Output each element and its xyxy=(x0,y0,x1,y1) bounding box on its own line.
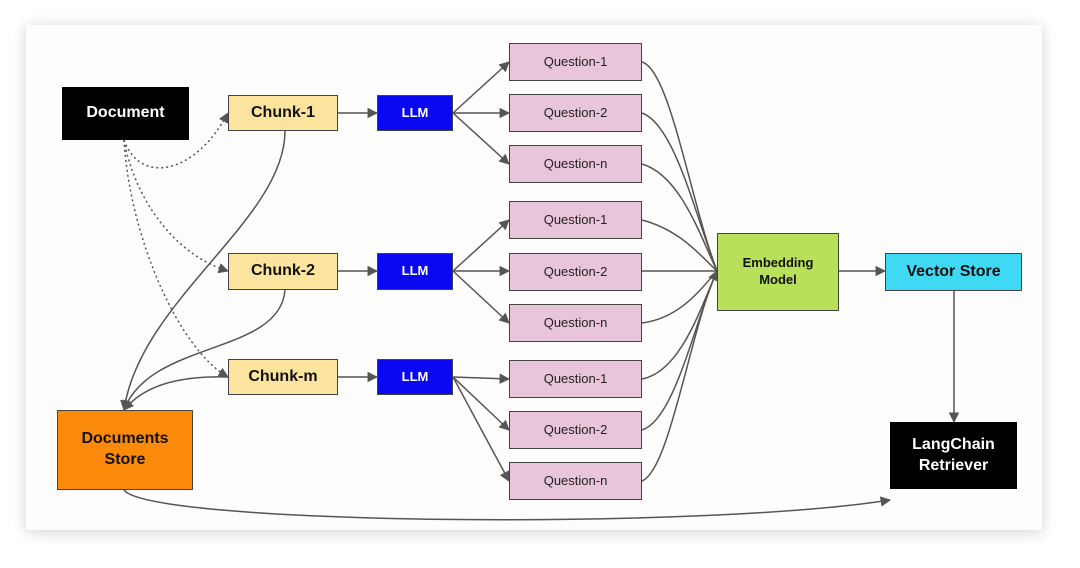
question-node: Question-2 xyxy=(509,411,642,449)
llm1-node: LLM xyxy=(377,95,453,131)
documents-store-node: Documents Store xyxy=(57,410,193,490)
question-node: Question-1 xyxy=(509,43,642,81)
edge-q-embed-4 xyxy=(641,219,718,272)
edge-document-chunk2 xyxy=(123,139,230,274)
edge-docstore-retriever xyxy=(123,489,892,521)
edge-q-embed-3 xyxy=(641,163,718,272)
llm3-node: LLM xyxy=(377,359,453,395)
edge-llm1-qn xyxy=(452,112,510,165)
edge-llm3-q1 xyxy=(452,373,511,384)
question-node: Question-n xyxy=(509,304,642,342)
edge-chunk1-docstore xyxy=(120,130,286,412)
llm2-node: LLM xyxy=(377,253,453,290)
question-node: Question-n xyxy=(509,462,642,500)
vector-store-node: Vector Store xyxy=(885,253,1022,291)
edge-llm2-qn xyxy=(452,270,510,324)
edge-q-embed-7 xyxy=(641,270,718,380)
langchain-retriever-node: LangChain Retriever xyxy=(890,422,1017,489)
chunk2-node: Chunk-2 xyxy=(228,253,338,290)
edge-document-chunk1 xyxy=(123,112,229,169)
edge-llm1-q1 xyxy=(452,61,510,114)
document-node: Document xyxy=(62,87,189,140)
edge-llm2-q1 xyxy=(452,219,510,272)
question-node: Question-2 xyxy=(509,94,642,132)
edge-llm3-qn xyxy=(452,376,510,482)
edge-llm3-q2 xyxy=(452,376,510,431)
edge-chunk2-docstore xyxy=(122,289,286,411)
edge-q-embed-9 xyxy=(641,270,718,482)
chunk1-node: Chunk-1 xyxy=(228,95,338,131)
question-node: Question-1 xyxy=(509,201,642,239)
chunkm-node: Chunk-m xyxy=(228,359,338,395)
edge-q-embed-2 xyxy=(641,112,718,272)
embedding-model-node: Embedding Model xyxy=(717,233,839,311)
question-node: Question-n xyxy=(509,145,642,183)
question-node: Question-2 xyxy=(509,253,642,291)
question-node: Question-1 xyxy=(509,360,642,398)
edge-document-chunkm xyxy=(123,139,229,378)
edge-chunkm-docstore xyxy=(123,376,229,411)
